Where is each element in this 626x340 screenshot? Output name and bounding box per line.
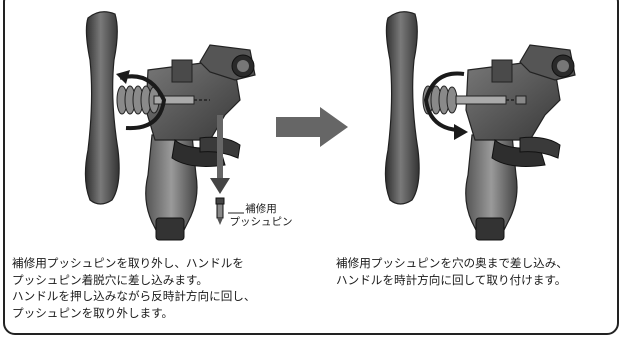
left-tool-illustration [84,11,256,241]
counterclockwise-arrow-icon [116,70,167,131]
push-pin-icon [215,197,225,225]
push-pin-callout-label: 補修用 プッシュピン [229,203,293,228]
left-caption: 補修用プッシュピンを取り外し、ハンドルを プッシュピン着脱穴に差し込みます。 ハ… [12,256,256,320]
right-caption: 補修用プッシュピンを穴の奥まで差し込み、 ハンドルを時計方向に回して取り付けます… [336,256,568,287]
callout-leader-line [228,212,244,214]
pin-removal-arrow-icon [210,115,230,194]
clockwise-arrow-icon [423,71,468,140]
right-arrow-icon [276,107,348,147]
instruction-frame [3,0,619,335]
push-pin-callout: 補修用 プッシュピン [226,203,296,229]
right-tool-illustration [384,11,576,241]
